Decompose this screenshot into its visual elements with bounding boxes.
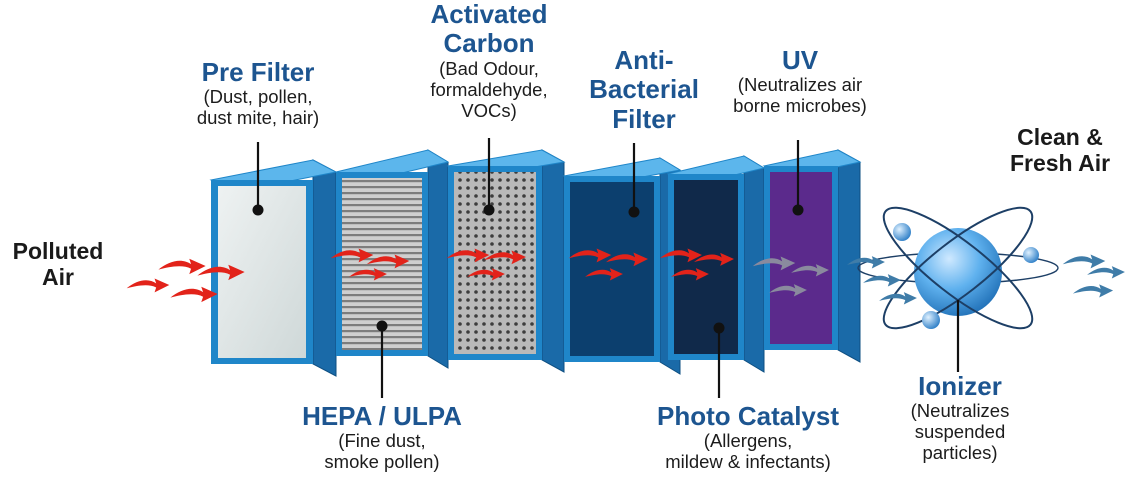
- clean-air-line2: Fresh Air: [1009, 149, 1111, 176]
- hepa-ulpa-desc: (Fine dust, smoke pollen): [282, 430, 482, 473]
- activated-carbon-panel: [446, 149, 566, 373]
- ionizer-desc: (Neutralizes suspended particles): [880, 400, 1040, 464]
- pre-filter-title: Pre Filter: [201, 57, 315, 87]
- uv-desc-line: (Neutralizes air: [737, 74, 863, 96]
- ionizer-desc-line: particles): [922, 442, 998, 464]
- activated-carbon-title-line2: Carbon: [443, 28, 535, 59]
- ionizer-desc-line: suspended: [914, 421, 1006, 443]
- activated-carbon-desc: (Bad Odour, formaldehyde, VOCs): [394, 57, 584, 122]
- carbon-desc-line: VOCs): [461, 99, 517, 121]
- polluted-air-label: Polluted Air: [0, 238, 116, 290]
- activated-carbon-title-line1: Activated: [430, 0, 548, 29]
- photo-desc-line: mildew & infectants): [665, 451, 831, 473]
- hepa-desc-line: smoke pollen): [324, 451, 440, 473]
- photo-catalyst-title: Photo Catalyst: [656, 401, 840, 431]
- clean-air-line1: Clean &: [1017, 124, 1103, 150]
- anti-bacterial-title-line1: Anti-: [614, 45, 674, 75]
- anti-bacterial-label: Anti- Bacterial Filter: [574, 45, 714, 134]
- carbon-desc-line: (Bad Odour,: [439, 57, 539, 79]
- ionizer-atom-icon: [857, 206, 1059, 330]
- uv-desc: (Neutralizes air borne microbes): [708, 74, 892, 117]
- pointer-dot-icon: [252, 138, 960, 398]
- pre-filter-desc-line: dust mite, hair): [196, 107, 320, 129]
- clean-fresh-air-label: Clean & Fresh Air: [992, 124, 1128, 176]
- anti-bacterial-panel: [562, 157, 682, 375]
- carbon-desc-line: formaldehyde,: [430, 78, 548, 100]
- pre-filter-label: Pre Filter (Dust, pollen, dust mite, hai…: [168, 57, 348, 129]
- ionizer-desc-line: (Neutralizes: [910, 400, 1010, 422]
- uv-title: UV: [781, 45, 819, 75]
- photo-catalyst-label: Photo Catalyst (Allergens, mildew & infe…: [628, 401, 868, 473]
- ionizer-title: Ionizer: [918, 371, 1002, 401]
- photo-catalyst-desc: (Allergens, mildew & infectants): [628, 430, 868, 473]
- ionizer-label: Ionizer (Neutralizes suspended particles…: [880, 371, 1040, 464]
- uv-panel: [762, 149, 862, 363]
- anti-bacterial-title-line3: Filter: [612, 103, 676, 134]
- hepa-ulpa-label: HEPA / ULPA (Fine dust, smoke pollen): [282, 401, 482, 473]
- pre-filter-desc-line: (Dust, pollen,: [203, 86, 313, 108]
- photo-catalyst-panel: [666, 155, 766, 373]
- uv-desc-line: borne microbes): [733, 95, 867, 117]
- pre-filter-desc: (Dust, pollen, dust mite, hair): [168, 86, 348, 129]
- anti-bacterial-title-line2: Bacterial: [589, 74, 699, 105]
- photo-desc-line: (Allergens,: [703, 430, 793, 452]
- polluted-air-line1: Polluted: [12, 238, 104, 264]
- polluted-air-line2: Air: [42, 263, 74, 290]
- hepa-ulpa-title: HEPA / ULPA: [302, 401, 462, 431]
- activated-carbon-label: Activated Carbon (Bad Odour, formaldehyd…: [394, 0, 584, 121]
- hepa-desc-line: (Fine dust,: [338, 430, 426, 452]
- uv-label: UV (Neutralizes air borne microbes): [708, 45, 892, 117]
